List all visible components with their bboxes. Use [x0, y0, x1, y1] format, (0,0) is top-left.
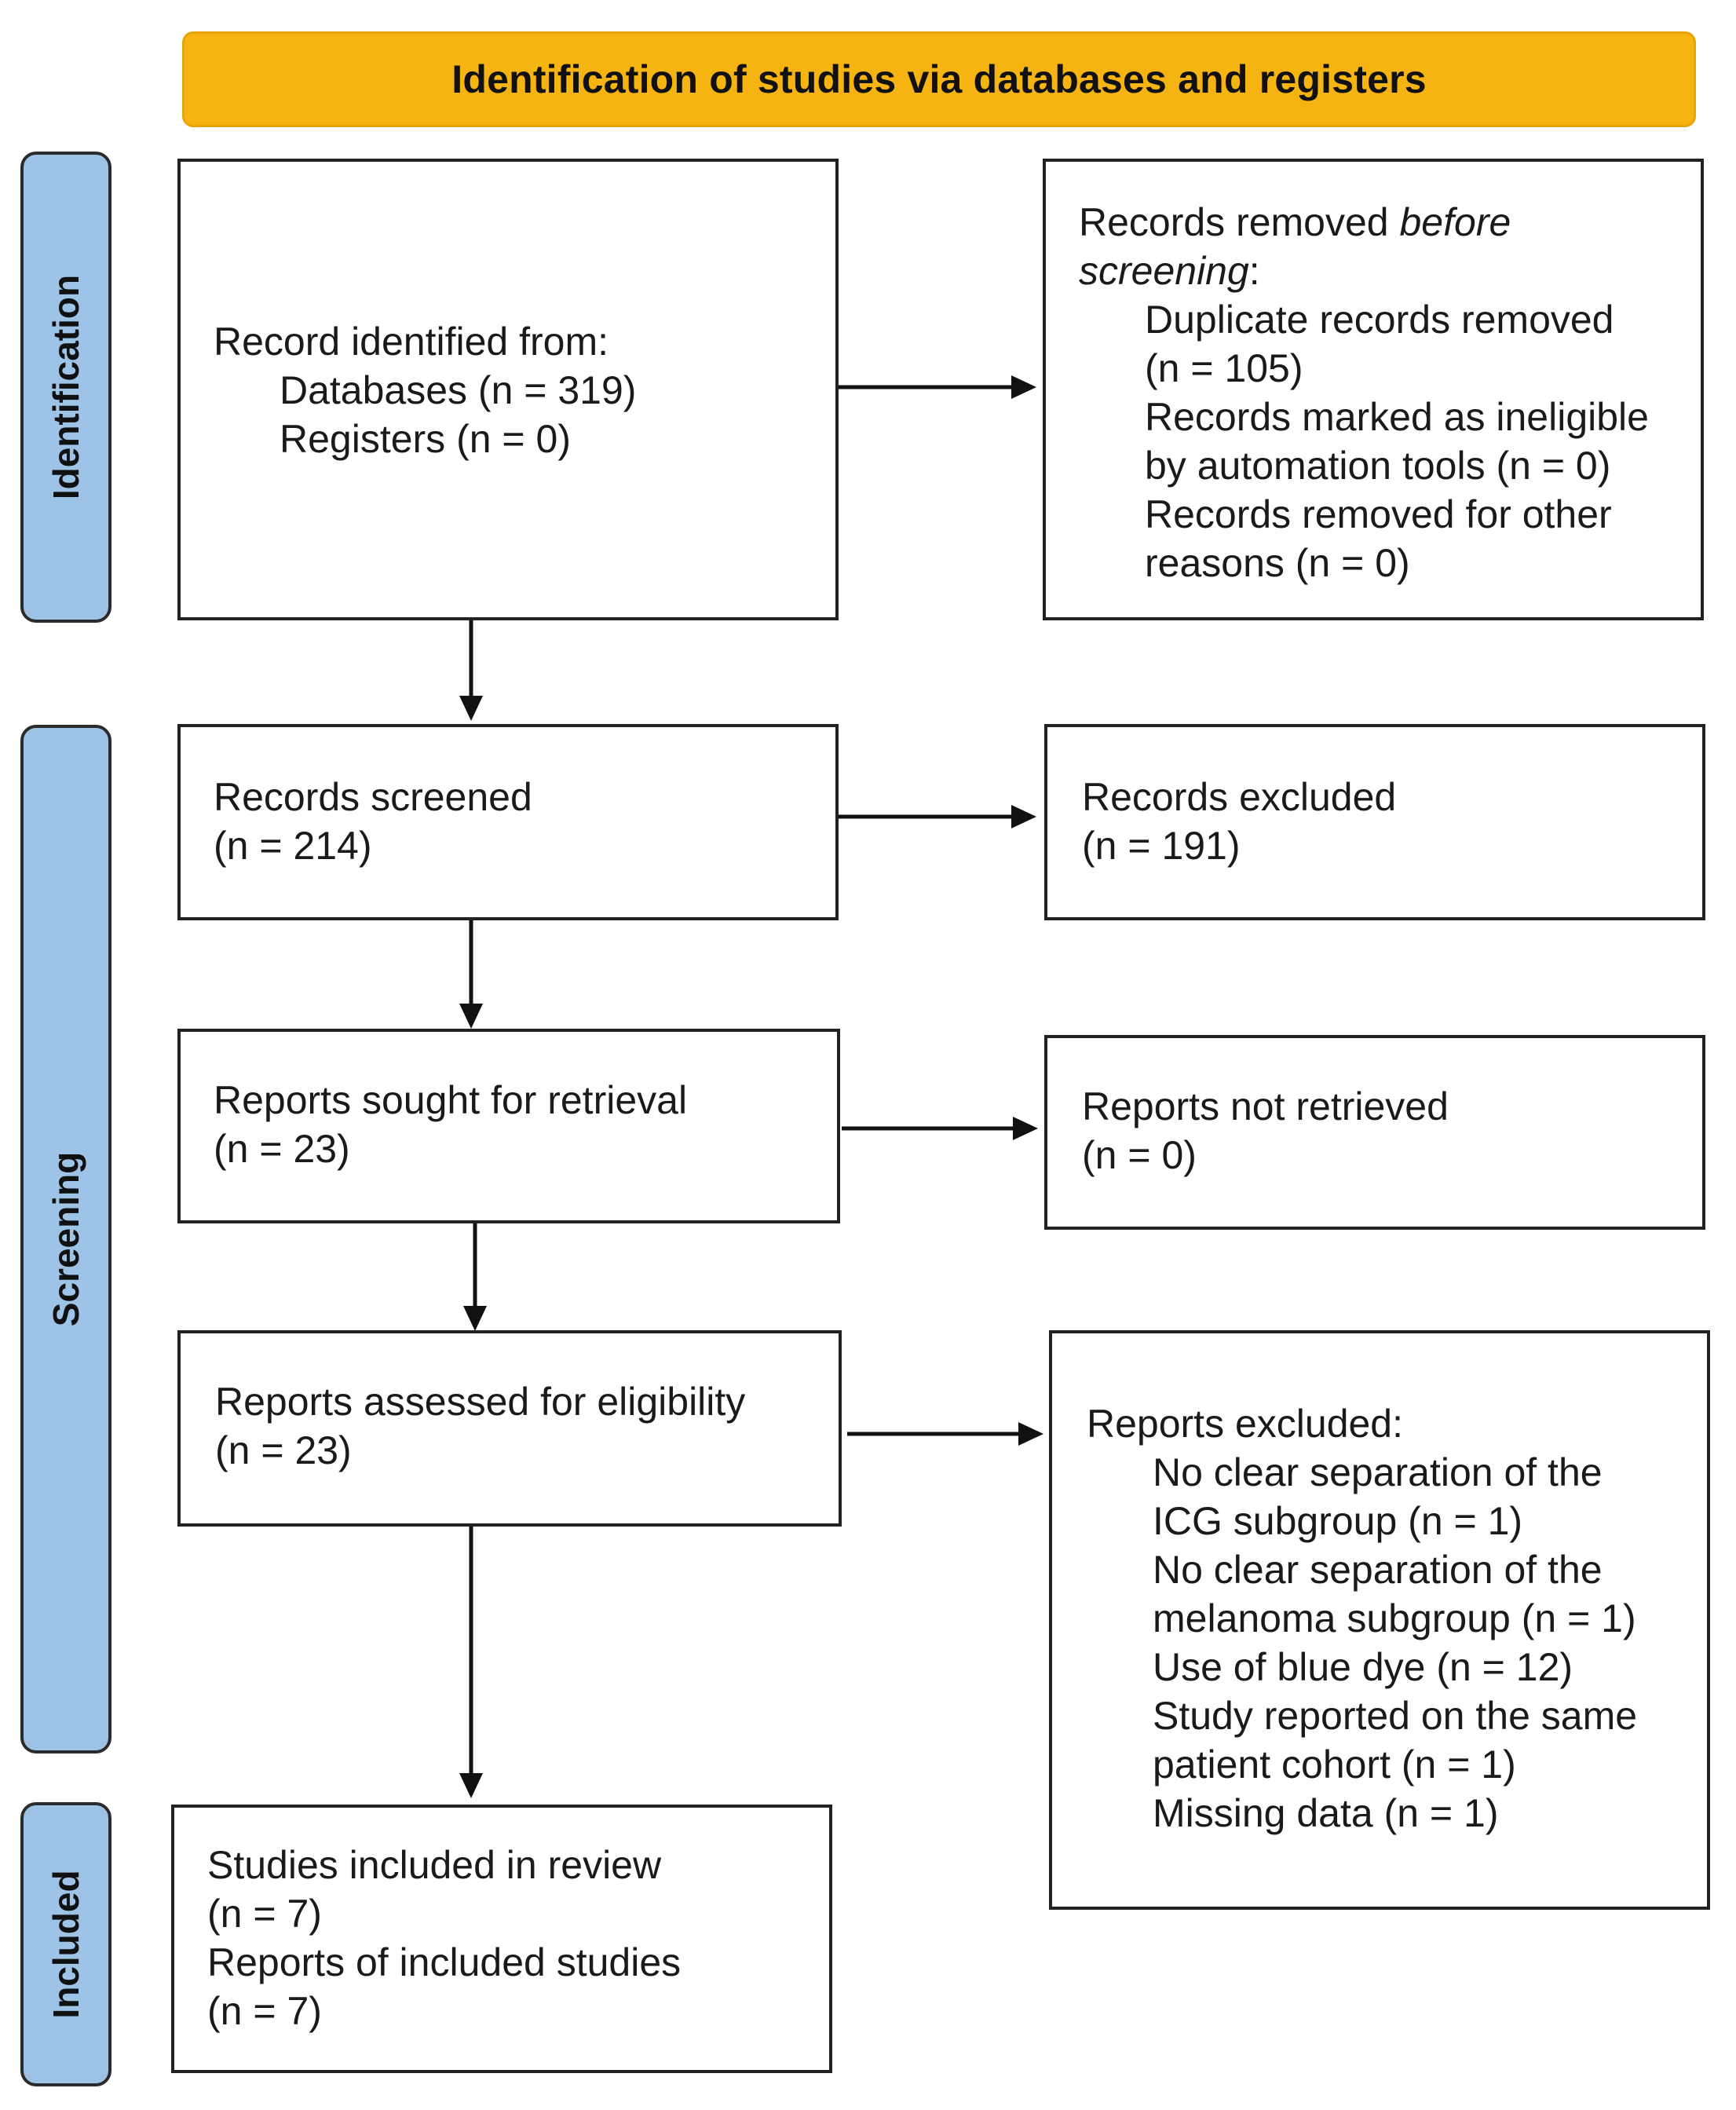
reports-excluded-label: Reports excluded: [1087, 1402, 1404, 1446]
arrowhead [1018, 1422, 1043, 1446]
removed-item: (n = 105) [1145, 346, 1303, 390]
box-records-removed: Records removed before screening: Duplic… [1043, 159, 1704, 620]
assessed-label: Reports assessed for eligibility [215, 1380, 746, 1424]
sought-label: Reports sought for retrieval [214, 1078, 688, 1122]
identified-registers: Registers (n = 0) [280, 417, 571, 461]
included-reports-label: Reports of included studies [207, 1940, 682, 1984]
not-retrieved-count: (n = 0) [1082, 1133, 1197, 1177]
arrowhead [459, 1004, 483, 1029]
sought-count: (n = 23) [214, 1127, 350, 1171]
included-studies-label: Studies included in review [207, 1843, 662, 1887]
box-reports-sought: Reports sought for retrieval (n = 23) [177, 1029, 840, 1223]
arrowhead [1013, 1117, 1038, 1140]
arrowhead [1011, 375, 1036, 399]
reports-excluded-item: patient cohort (n = 1) [1153, 1742, 1516, 1786]
removed-heading-em: before [1399, 200, 1511, 244]
reports-excluded-item: melanoma subgroup (n = 1) [1153, 1596, 1636, 1640]
removed-heading-text: Records removed [1079, 200, 1400, 244]
reports-excluded-item: Study reported on the same [1153, 1694, 1638, 1738]
box-reports-not-retrieved: Reports not retrieved (n = 0) [1044, 1035, 1705, 1230]
removed-item: by automation tools (n = 0) [1145, 444, 1611, 488]
screened-count: (n = 214) [214, 824, 372, 868]
phase-screening: Screening [20, 725, 111, 1753]
box-records-screened: Records screened (n = 214) [177, 724, 839, 920]
phase-included: Included [20, 1802, 111, 2086]
removed-item: Records removed for other [1145, 492, 1612, 536]
arrowhead [1011, 805, 1036, 828]
phase-identification: Identification [20, 152, 111, 623]
box-reports-excluded: Reports excluded: No clear separation of… [1049, 1330, 1710, 1910]
reports-excluded-item: No clear separation of the [1153, 1548, 1603, 1592]
arrowhead [459, 1773, 483, 1798]
header-title: Identification of studies via databases … [451, 57, 1427, 101]
reports-excluded-item: Missing data (n = 1) [1153, 1791, 1499, 1835]
box-records-identified: Record identified from: Databases (n = 3… [177, 159, 839, 620]
removed-item: Records marked as ineligible [1145, 395, 1649, 439]
not-retrieved-label: Reports not retrieved [1082, 1084, 1449, 1128]
removed-heading-colon: : [1248, 249, 1260, 293]
box-studies-included: Studies included in review (n = 7) Repor… [171, 1805, 832, 2073]
removed-heading-line1: Records removed before [1079, 198, 1511, 247]
screened-label: Records screened [214, 775, 532, 819]
box-reports-assessed: Reports assessed for eligibility (n = 23… [177, 1330, 842, 1527]
identified-databases: Databases (n = 319) [280, 368, 637, 412]
reports-excluded-item: No clear separation of the [1153, 1450, 1603, 1494]
reports-excluded-item: Use of blue dye (n = 12) [1153, 1645, 1573, 1689]
arrowhead [459, 696, 483, 721]
removed-item: reasons (n = 0) [1145, 541, 1410, 585]
excluded-count: (n = 191) [1082, 824, 1241, 868]
excluded-label: Records excluded [1082, 775, 1397, 819]
box-records-excluded: Records excluded (n = 191) [1044, 724, 1705, 920]
reports-excluded-item: ICG subgroup (n = 1) [1153, 1499, 1523, 1543]
arrowhead [463, 1306, 487, 1331]
included-studies-count: (n = 7) [207, 1892, 322, 1936]
assessed-count: (n = 23) [215, 1428, 352, 1472]
removed-item: Duplicate records removed [1145, 298, 1614, 342]
removed-heading-line2: screening: [1079, 247, 1260, 295]
header-banner: Identification of studies via databases … [182, 31, 1696, 127]
removed-heading-em2: screening [1079, 249, 1249, 293]
included-reports-count: (n = 7) [207, 1989, 322, 2033]
identified-heading: Record identified from: [214, 320, 609, 364]
